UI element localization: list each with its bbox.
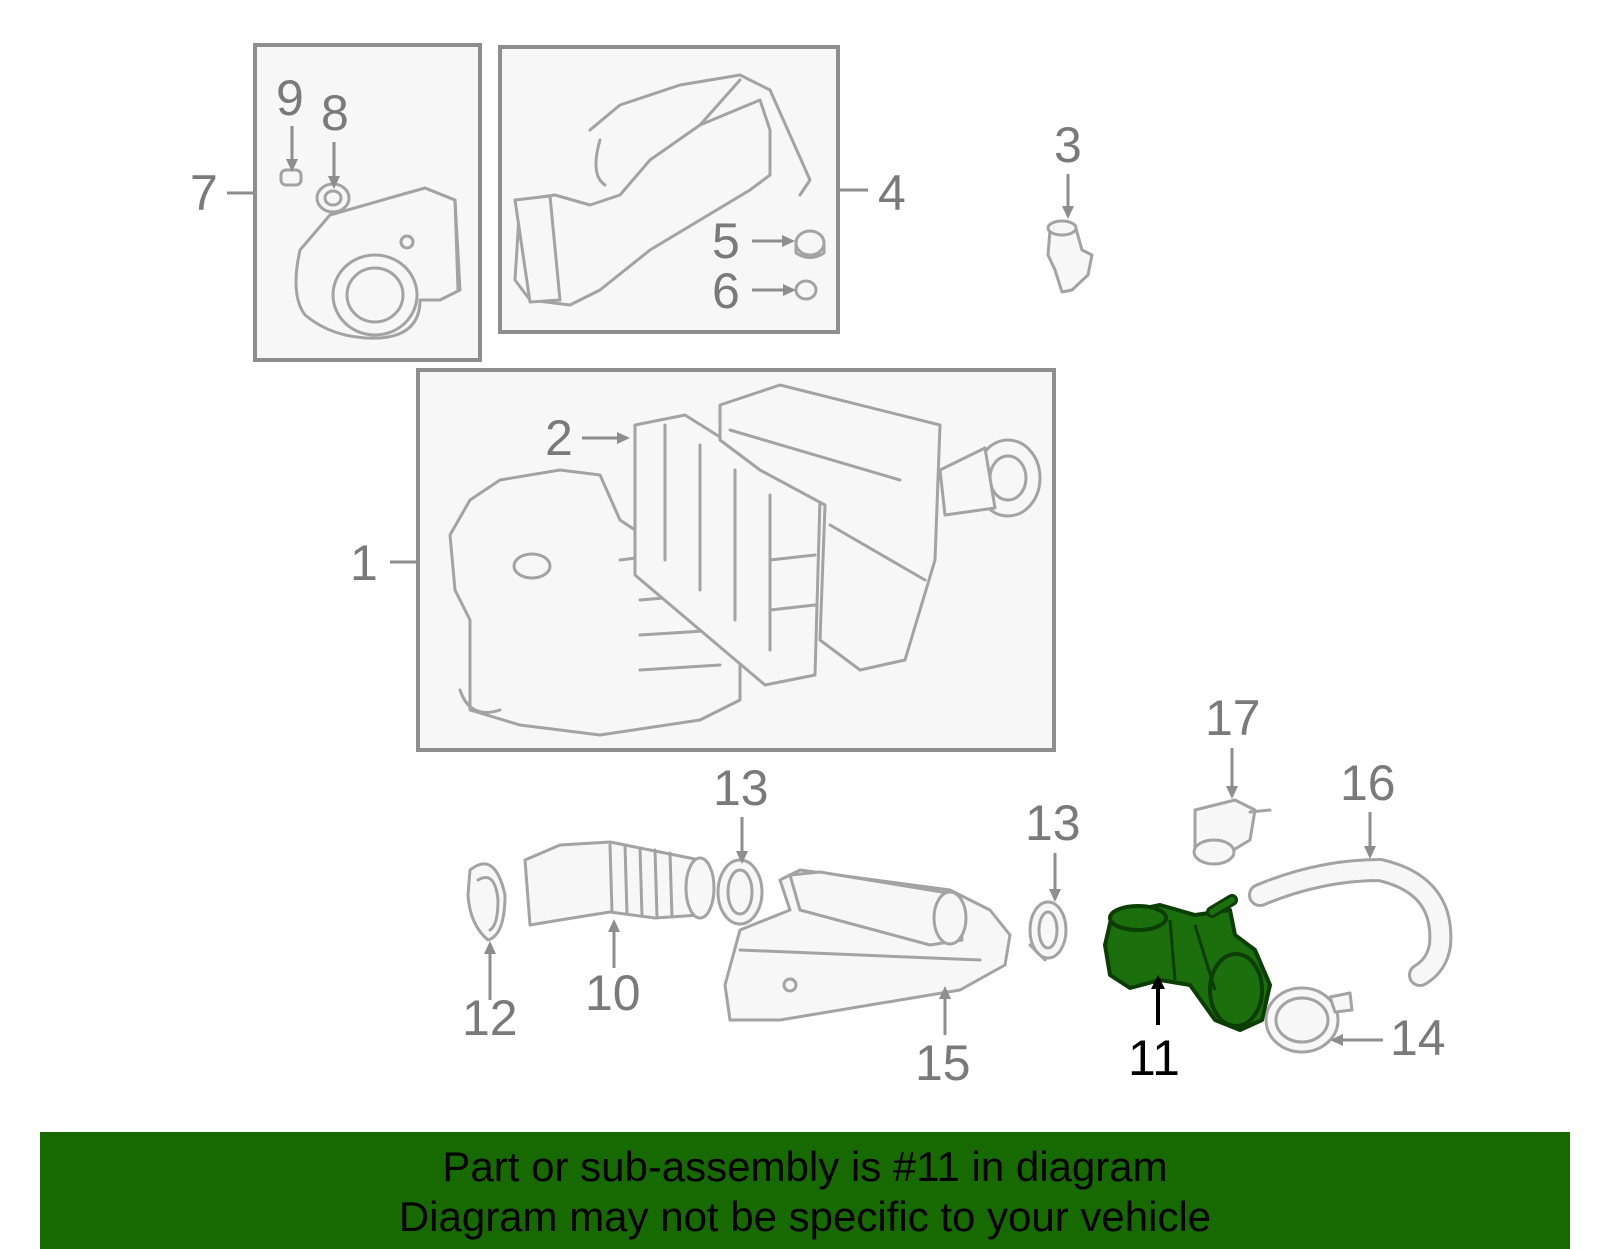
callout-8: 8 — [321, 85, 349, 141]
part-7-meter-body — [294, 186, 462, 340]
part-17-valve — [1192, 798, 1272, 866]
callout-15: 15 — [915, 1035, 971, 1091]
callout-16: 16 — [1340, 755, 1396, 811]
part-4-intake-duct — [513, 73, 812, 307]
part-10-intake-hose — [523, 840, 716, 927]
callout-7: 7 — [190, 165, 218, 221]
part-1-upper-cover — [718, 383, 1042, 672]
callout-6: 6 — [712, 263, 740, 319]
leader-lines — [227, 126, 1383, 1046]
banner-line-2: Diagram may not be specific to your vehi… — [398, 1193, 1212, 1240]
callout-13-right: 13 — [1025, 795, 1081, 851]
part-14-clamp — [1264, 986, 1354, 1054]
part-12-clamp — [466, 862, 507, 942]
callout-17: 17 — [1205, 690, 1261, 746]
callout-12: 12 — [462, 990, 518, 1046]
callout-3: 3 — [1054, 117, 1082, 173]
part-3-sensor — [1046, 219, 1094, 294]
part-9-screw — [279, 168, 303, 187]
callout-13-left: 13 — [713, 760, 769, 816]
part-13-clamp-left — [716, 858, 764, 926]
part-13-clamp-right — [1028, 900, 1068, 962]
callout-10: 10 — [585, 965, 641, 1021]
callout-2: 2 — [545, 410, 573, 466]
part-16-hose — [1248, 858, 1453, 987]
callout-1: 1 — [350, 535, 378, 591]
callout-11: 11 — [1128, 1030, 1180, 1086]
info-banner: Part or sub-assembly is #11 in diagram D… — [40, 1132, 1570, 1249]
callout-4: 4 — [878, 165, 906, 221]
part-5-grommet — [794, 229, 826, 259]
part-8-grommet — [315, 182, 351, 214]
callout-14: 14 — [1390, 1010, 1446, 1066]
banner-line-1: Part or sub-assembly is #11 in diagram — [442, 1143, 1168, 1190]
callout-5: 5 — [712, 213, 740, 269]
part-2-air-filter — [633, 413, 822, 687]
part-6-plug — [794, 279, 818, 301]
callout-9: 9 — [276, 70, 304, 126]
part-11-intake-elbow-highlighted — [1103, 894, 1272, 1032]
part-15-resonator — [723, 868, 1012, 1022]
